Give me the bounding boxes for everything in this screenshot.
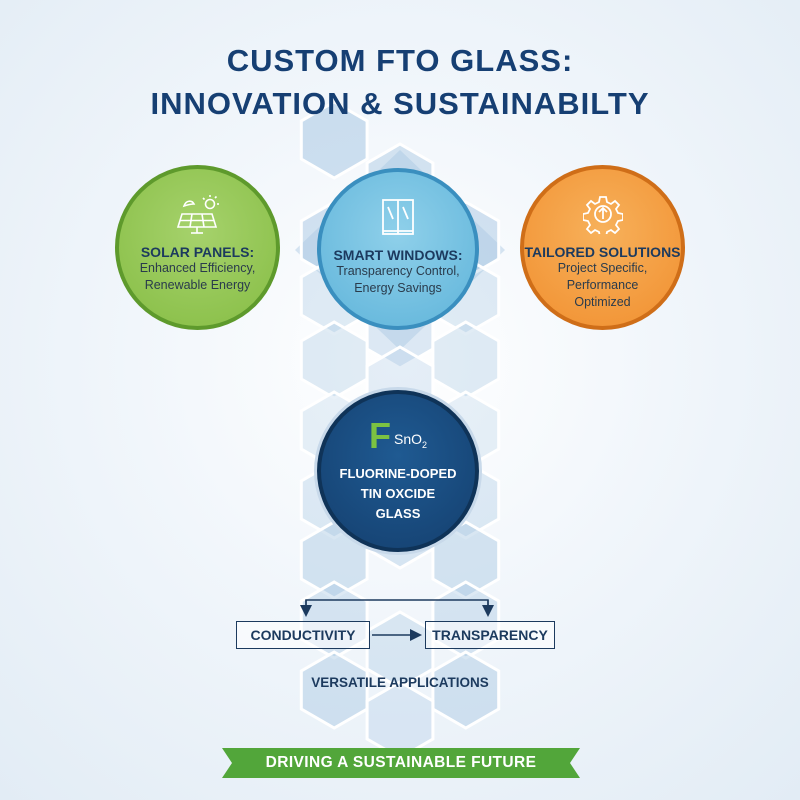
versatile-applications-label: VERSATILE APPLICATIONS xyxy=(311,675,489,690)
sustainable-future-banner xyxy=(222,748,580,778)
solar-panel-icon xyxy=(172,194,224,234)
fto-glass-core-circle: F SnO2 FLUORINE-DOPED TIN OXCIDE GLASS xyxy=(317,390,479,552)
core-label-line-2: TIN OXCIDE xyxy=(360,486,436,501)
tailored-solutions-desc-2: Performance xyxy=(566,278,639,292)
tailored-solutions-circle: TAILORED SOLUTIONS Project Specific, Per… xyxy=(520,165,685,330)
banner-text: DRIVING A SUSTAINABLE FUTURE xyxy=(265,754,537,771)
solar-panels-desc-2: Renewable Energy xyxy=(144,278,251,292)
tailored-solutions-desc-3: Optimized xyxy=(574,295,631,309)
smart-windows-desc-2: Energy Savings xyxy=(354,281,442,295)
window-icon xyxy=(380,197,416,237)
solar-panels-title: SOLAR PANELS: xyxy=(140,244,255,260)
hexagon-decoration-20 xyxy=(299,650,369,730)
hexagon-decoration-0 xyxy=(299,100,369,180)
core-label-line-3: GLASS xyxy=(375,506,421,521)
tailored-solutions-desc-1: Project Specific, xyxy=(557,261,648,275)
tailored-solutions-title: TAILORED SOLUTIONS xyxy=(524,244,681,260)
page-title-line-1: CUSTOM FTO GLASS: xyxy=(226,43,574,78)
tin-oxide-subscript: 2 xyxy=(422,440,428,450)
smart-windows-title: SMART WINDOWS: xyxy=(333,247,463,263)
core-label-line-1: FLUORINE-DOPED xyxy=(339,466,457,481)
smart-windows-circle: SMART WINDOWS: Transparency Control, Ene… xyxy=(317,168,479,330)
transparency-box: TRANSPARENCY xyxy=(425,621,555,649)
hexagon-decoration-8 xyxy=(431,320,501,400)
fto-formula: F SnO2 xyxy=(321,416,475,454)
solar-panels-desc-1: Enhanced Efficiency, xyxy=(139,261,256,275)
tin-oxide-formula: SnO xyxy=(393,431,422,448)
solar-panels-circle: SOLAR PANELS: Enhanced Efficiency, Renew… xyxy=(115,165,280,330)
hexagon-decoration-21 xyxy=(431,650,501,730)
page-title-line-2: INNOVATION & SUSTAINABILTY xyxy=(150,86,650,121)
fluorine-symbol: F xyxy=(368,415,391,456)
branch-connector xyxy=(305,599,489,612)
hexagon-decoration-7 xyxy=(299,320,369,400)
smart-windows-desc-1: Transparency Control, xyxy=(336,264,460,278)
conductivity-box: CONDUCTIVITY xyxy=(236,621,370,649)
gear-icon xyxy=(581,194,624,238)
